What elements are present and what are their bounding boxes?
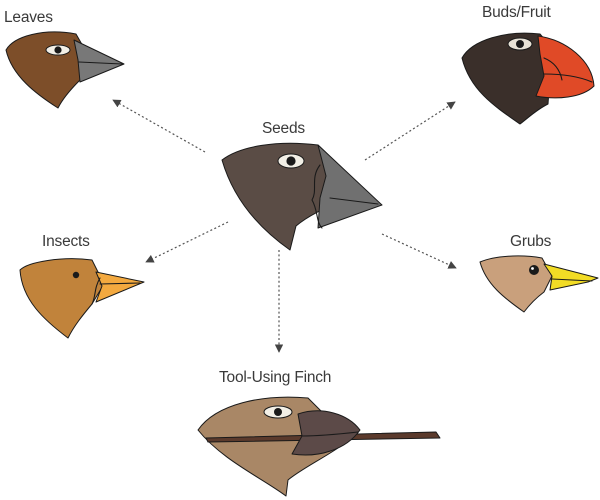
grubs-finch-head <box>479 255 599 313</box>
label-buds-fruit: Buds/Fruit <box>482 4 552 21</box>
eye-icon <box>72 271 80 279</box>
arrows <box>112 99 457 353</box>
label-insects: Insects <box>42 233 90 250</box>
insects-finch-head <box>19 258 145 339</box>
label-seeds: Seeds <box>262 120 305 137</box>
seeds-finch-head <box>221 142 383 251</box>
label-grubs: Grubs <box>510 233 552 250</box>
tool-using-finch-head <box>197 396 441 497</box>
arrow-to-leaves <box>112 99 206 153</box>
label-tool-using-finch: Tool-Using Finch <box>219 369 331 386</box>
arrow-to-insects <box>145 221 229 263</box>
eye-icon <box>529 265 539 275</box>
leaves-finch-head <box>5 31 125 109</box>
arrow-to-buds <box>364 101 456 161</box>
arrow-to-grubs <box>381 233 457 269</box>
buds-fruit-finch-head <box>461 32 595 125</box>
label-leaves: Leaves <box>4 9 53 26</box>
